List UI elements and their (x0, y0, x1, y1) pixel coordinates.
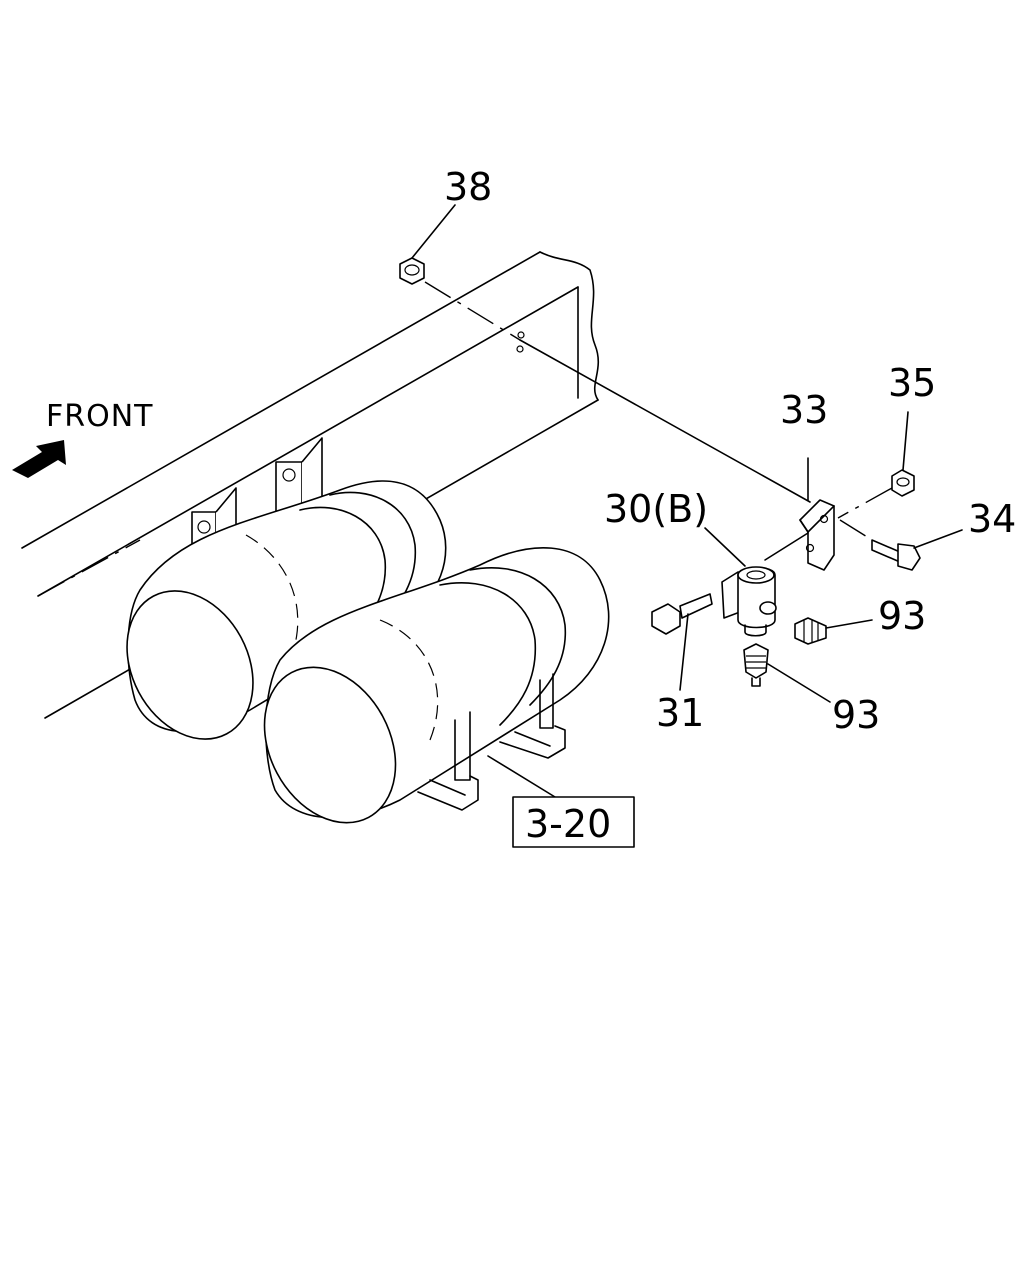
part-label-93-side: 93 (878, 594, 926, 638)
front-label: FRONT (46, 399, 153, 434)
nut-35-icon (891, 469, 915, 497)
part-label-35: 35 (888, 361, 936, 405)
part-label-34: 34 (968, 497, 1016, 541)
front-arrow-icon (12, 440, 66, 478)
part-label-38: 38 (444, 165, 492, 209)
fuel-tank-rear (126, 480, 447, 740)
leader-3-20 (487, 755, 556, 798)
bracket-33-icon (799, 499, 835, 571)
leader-38 (411, 204, 456, 259)
axis-line-38 (424, 281, 521, 341)
nut-38-icon (399, 257, 425, 285)
leader-93-side (825, 619, 873, 629)
valve-30b-icon (721, 566, 777, 637)
fuel-tank-front (263, 547, 610, 824)
leader-30 (704, 527, 746, 567)
tank-support-feet (417, 725, 566, 811)
part-label-93-bottom: 93 (832, 693, 880, 737)
reference-box (512, 796, 635, 848)
fitting-93-side-icon (794, 617, 827, 645)
leader-31 (679, 613, 689, 691)
valve-to-bracket-line (764, 532, 809, 561)
leader-34 (913, 529, 963, 549)
leader-93-bottom (767, 663, 831, 703)
part-label-31: 31 (656, 691, 704, 735)
part-label-30b: 30(B) (604, 487, 708, 531)
axis-line-35 (837, 487, 893, 519)
bolt-31-icon (651, 593, 713, 635)
reference-label: 3-20 (525, 802, 611, 846)
leader-35 (902, 411, 909, 471)
fitting-93-bottom-icon (743, 643, 769, 687)
axis-line-34 (839, 519, 873, 541)
mounting-axis-line (519, 339, 811, 503)
bolt-34-icon (871, 539, 921, 571)
part-label-33: 33 (780, 388, 828, 432)
